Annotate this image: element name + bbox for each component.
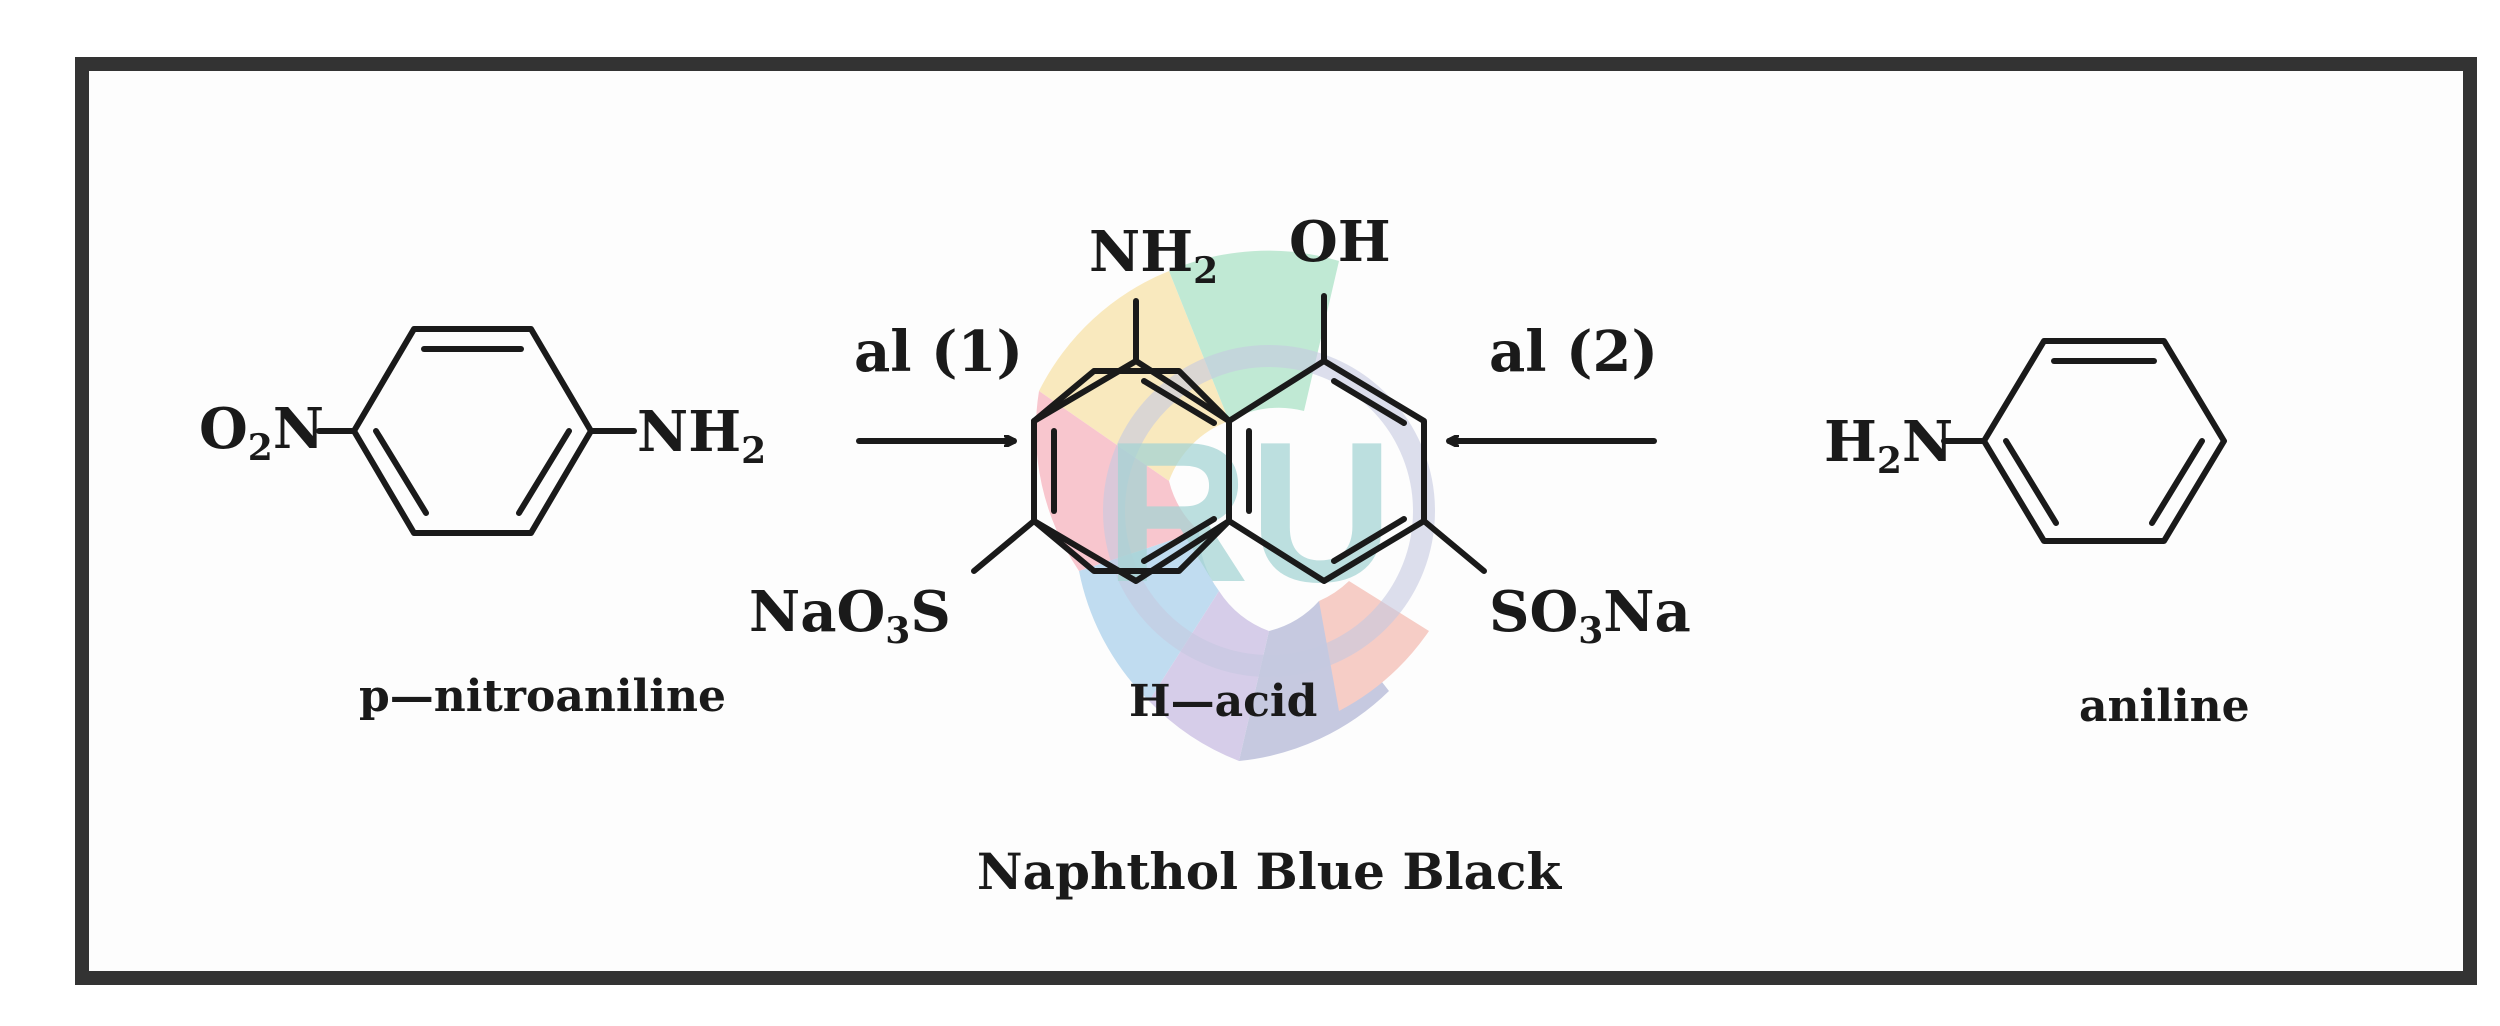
h-acid-hydroxyl-label: OH xyxy=(1289,209,1391,275)
h-acid-sulfonate-right-label: SO3Na xyxy=(1489,579,1691,652)
aniline-amine-label: H2N xyxy=(1824,409,1953,482)
arrow-label-1: al (1) xyxy=(854,319,1023,385)
watermark-segment xyxy=(1035,391,1199,571)
nitroaniline-caption: p—nitroaniline xyxy=(359,671,726,722)
h-acid-caption: H—acid xyxy=(1129,676,1317,727)
nitroaniline-ring xyxy=(316,326,637,536)
amine-group-label: NH2 xyxy=(637,399,766,472)
aniline-caption: aniline xyxy=(2079,681,2250,732)
h-acid-naphthalene xyxy=(971,293,1487,584)
h-acid-amine-label: NH2 xyxy=(1089,219,1218,292)
reaction-diagram: RU O2N NH2 p—nitroaniline al (1) xyxy=(199,209,2250,901)
diagram-title: Naphthol Blue Black xyxy=(977,842,1563,901)
watermark-segment xyxy=(1039,271,1229,481)
watermark-segment xyxy=(1149,591,1269,761)
nitro-group-label: O2N xyxy=(199,396,324,469)
diagram-frame: RU O2N NH2 p—nitroaniline al (1) xyxy=(75,57,2477,985)
watermark-segment xyxy=(1319,581,1429,711)
watermark-segment xyxy=(1239,601,1389,761)
h-acid-sulfonate-left-label: NaO3S xyxy=(749,579,951,652)
arrow-label-2: al (2) xyxy=(1489,319,1658,385)
aniline-ring xyxy=(1941,338,2227,544)
